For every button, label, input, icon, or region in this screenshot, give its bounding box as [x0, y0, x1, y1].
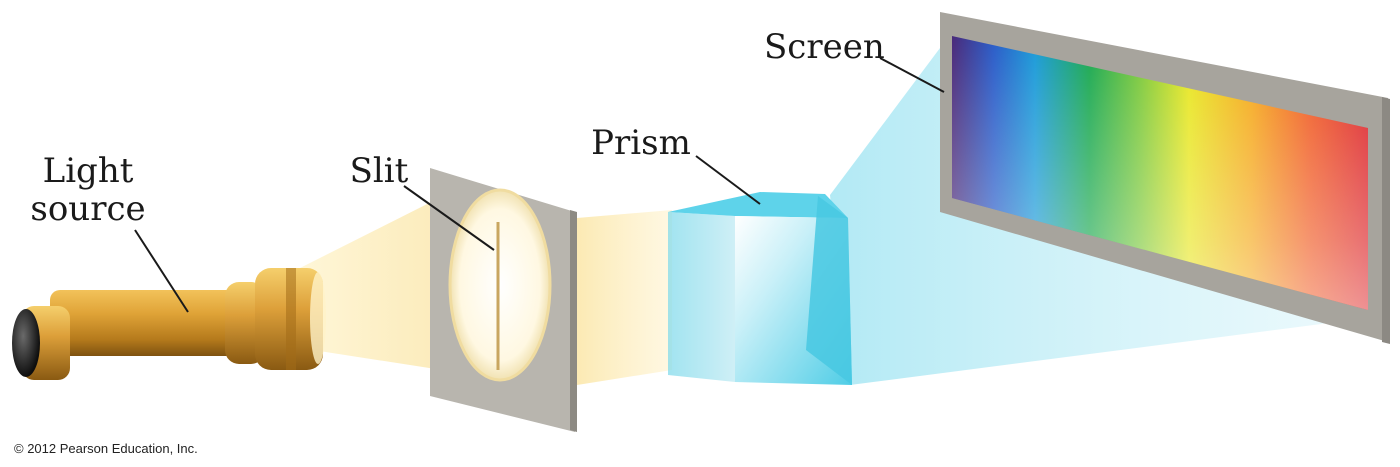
slit-leader: [403, 185, 495, 251]
prism-leader: [695, 155, 761, 205]
flashlight-lens: [310, 272, 326, 364]
light-source-label: Light source: [26, 152, 150, 228]
prism-left-face: [668, 212, 735, 382]
slit-label: Slit: [349, 151, 409, 191]
screen-leader: [879, 57, 945, 93]
spectrum-highlight: [952, 36, 1368, 310]
prism-top-face: [668, 192, 848, 218]
flashlight-end-cap: [12, 309, 40, 377]
light-spot-on-slit: [448, 188, 552, 382]
prism-label: Prism: [591, 123, 691, 163]
collimated-light-beam: [577, 210, 672, 385]
light-source-label-line2: source: [30, 189, 146, 229]
flashlight-body: [50, 290, 250, 356]
screen-label: Screen: [764, 27, 885, 67]
screen-frame-edge: [1382, 97, 1390, 344]
light-source-label-line1: Light: [42, 151, 134, 191]
slit-panel-edge: [570, 210, 577, 432]
copyright-notice: © 2012 Pearson Education, Inc.: [14, 441, 198, 456]
light-source: [12, 268, 326, 380]
flashlight-head-ring: [286, 268, 296, 370]
light-source-leader: [134, 229, 189, 313]
prism-dark-face: [806, 196, 852, 385]
